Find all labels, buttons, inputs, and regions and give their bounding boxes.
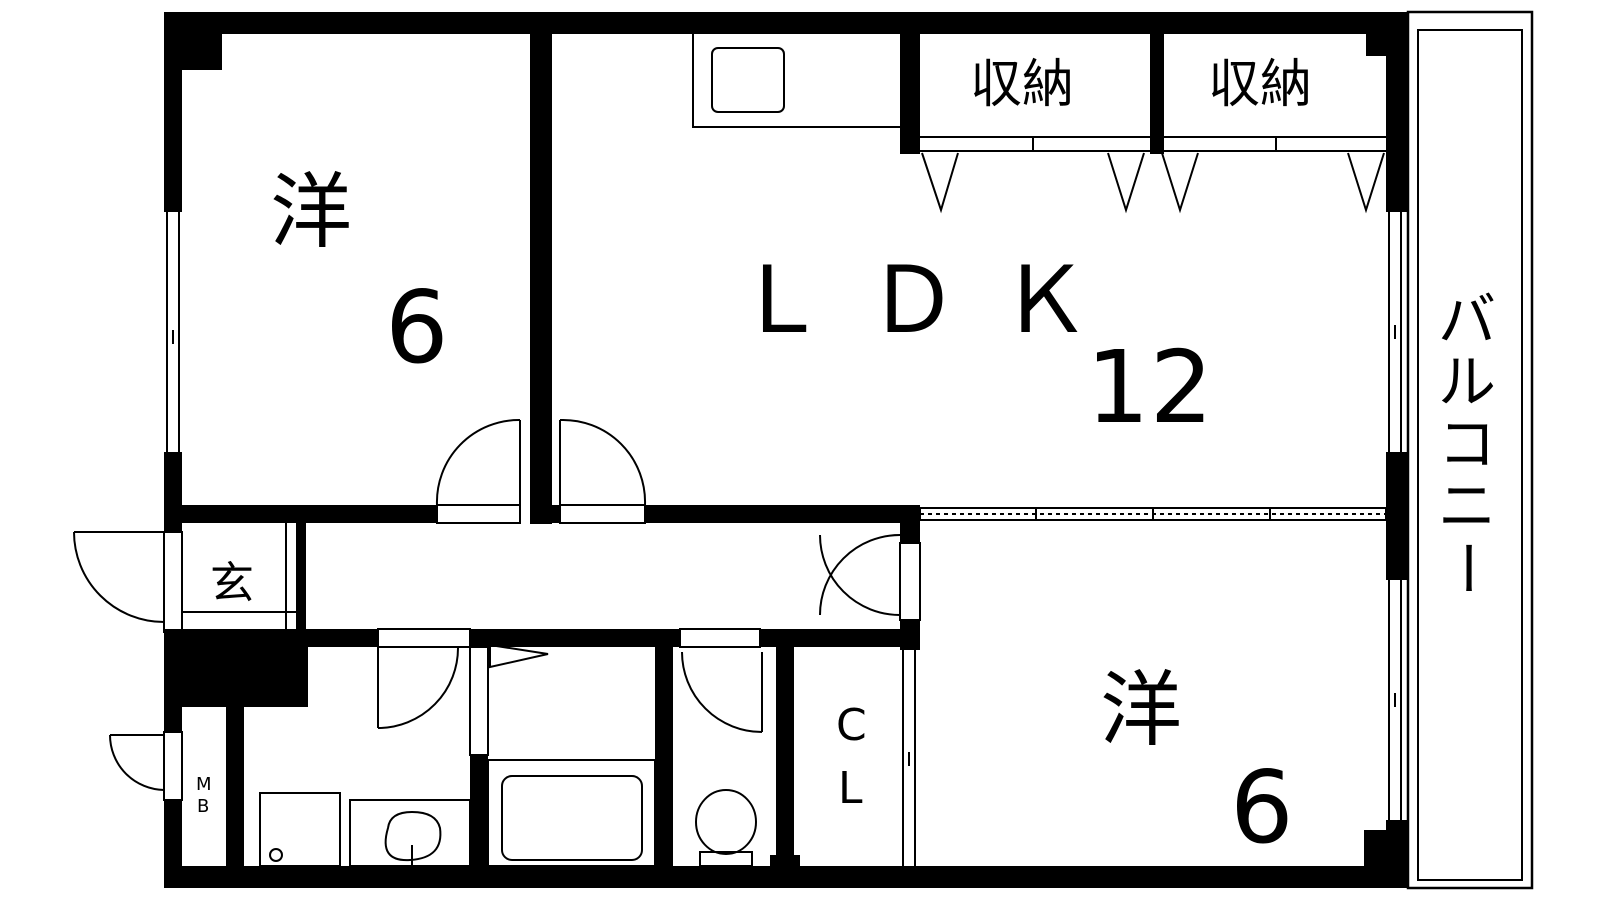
balcony-char-2: ル	[1438, 348, 1496, 416]
door-meter-box	[109, 731, 183, 801]
door-closet	[902, 650, 916, 866]
western-room-1-kanji: 洋	[270, 165, 352, 260]
ldk-label: ＬＤＫ	[735, 247, 1131, 354]
meter-box-label-line2: B	[197, 796, 209, 817]
windows	[166, 212, 1402, 820]
door-toilet	[679, 628, 763, 733]
washroom-fixtures	[259, 792, 471, 867]
door-front	[73, 531, 183, 633]
western-room-2-kanji: 洋	[1100, 663, 1182, 758]
sliding-partition	[919, 507, 1387, 521]
kitchen-sink	[692, 34, 900, 128]
balcony-char-1: バ	[1438, 286, 1496, 354]
balcony-char-5: ー	[1433, 539, 1501, 597]
western-room-1-size: 6	[385, 269, 449, 386]
outer-walls	[164, 12, 1408, 888]
western-room-2-size: 6	[1230, 749, 1294, 866]
bathtub	[487, 759, 656, 867]
door-ldk	[559, 418, 647, 524]
toilet	[695, 789, 757, 867]
closet-label-line2: L	[838, 763, 863, 814]
balcony	[1406, 10, 1534, 890]
entrance-step	[182, 523, 296, 629]
closet-label-line1: C	[836, 700, 867, 751]
door-western-1	[435, 418, 521, 524]
west-window	[166, 212, 180, 452]
ldk-size: 12	[1086, 329, 1213, 446]
storage-1-label: 収納	[970, 55, 1074, 115]
interior-walls	[164, 34, 1164, 867]
balcony-char-4: ニ	[1438, 472, 1496, 540]
room-labels: 洋 6 ＬＤＫ 12 洋 6 玄 収納 収納 C L M B バ ル コ ニ ー	[196, 55, 1501, 866]
door-washroom	[377, 628, 471, 729]
doors	[73, 418, 921, 866]
east-window-bedroom	[1388, 580, 1402, 820]
door-bathroom	[469, 643, 549, 756]
entrance-label: 玄	[210, 558, 254, 609]
storage-closets	[920, 136, 1386, 214]
balcony-char-3: コ	[1438, 410, 1496, 478]
door-western-2	[819, 534, 921, 621]
meter-box-label-line1: M	[196, 774, 212, 795]
east-window-ldk	[1388, 212, 1402, 452]
storage-2-label: 収納	[1208, 55, 1312, 115]
